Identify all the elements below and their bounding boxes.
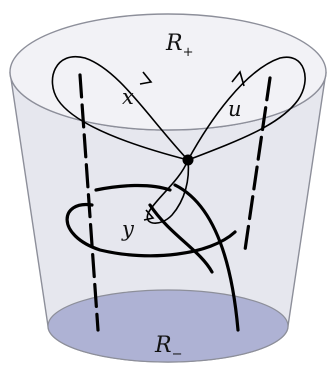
loop-u (187, 56, 306, 161)
loops (51, 55, 306, 224)
left-strand (78, 73, 100, 332)
label-x: x (122, 85, 134, 109)
label-y: y (121, 217, 135, 241)
arrow-u (231, 70, 245, 87)
right-strand (243, 76, 272, 252)
basepoint (182, 154, 194, 166)
label-u: u (228, 97, 242, 121)
loop-y (146, 159, 190, 224)
label-r-minus: R− (154, 333, 182, 362)
arrow-x (139, 71, 153, 85)
tangle-arc-upper (94, 183, 172, 192)
label-r-plus-sign: + (183, 45, 194, 60)
label-r-minus-base: R (154, 333, 172, 358)
label-r-plus-base: R (165, 31, 183, 56)
bottom-disk (47, 289, 289, 363)
tangle-strand-cross (148, 203, 214, 274)
top-disk (9, 13, 327, 131)
loop-x (51, 55, 189, 161)
label-r-plus: R+ (165, 31, 193, 60)
label-r-minus-sign: − (172, 347, 183, 362)
vertical-strands (78, 73, 272, 332)
tangle-arc-lower (65, 202, 237, 258)
arrow-y (143, 209, 155, 221)
